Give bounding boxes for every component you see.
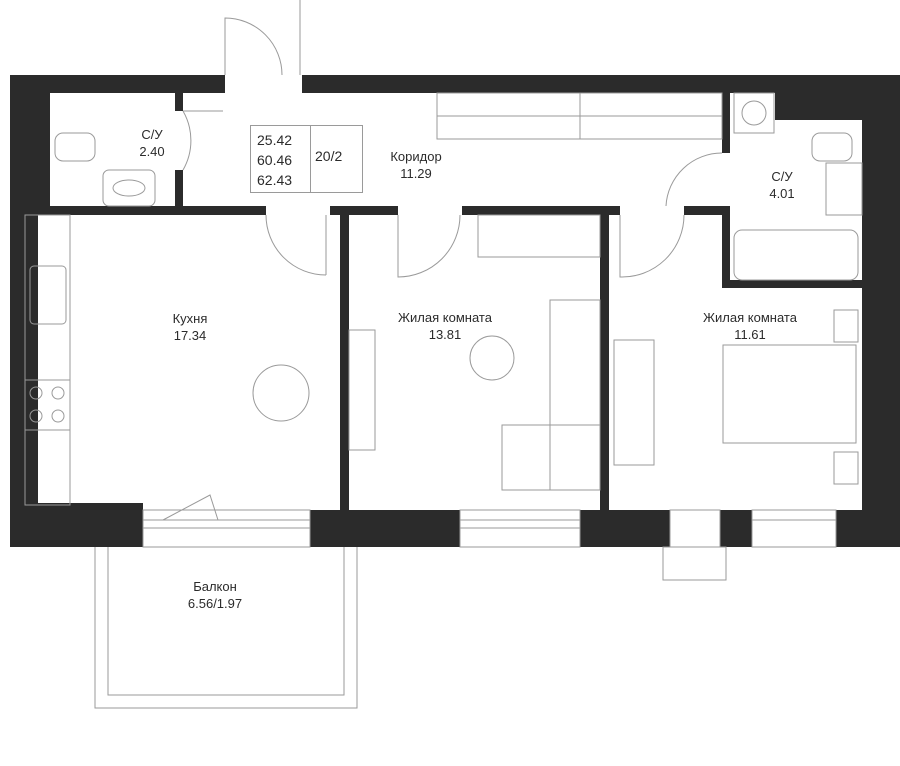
room-label-corridor: Коридор 11.29 bbox=[390, 148, 441, 182]
windows bbox=[142, 509, 837, 581]
balcony-outline bbox=[94, 547, 358, 709]
room-name: С/У bbox=[141, 127, 163, 142]
room-label-bath-small: С/У 2.40 bbox=[139, 126, 164, 160]
doors bbox=[162, 0, 723, 521]
room-name: Кухня bbox=[172, 311, 208, 326]
bath-large-fixtures bbox=[733, 92, 863, 281]
room-label-kitchen: Кухня 17.34 bbox=[173, 310, 208, 344]
room-label-bath-large: С/У 4.01 bbox=[769, 168, 794, 202]
total-area-value: 60.46 bbox=[257, 152, 293, 168]
living-2-furniture bbox=[613, 309, 859, 485]
room-label-living-1: Жилая комната 13.81 bbox=[398, 309, 492, 343]
room-area: 11.29 bbox=[400, 166, 432, 181]
summary-areas: 25.42 60.46 62.43 bbox=[257, 130, 292, 190]
exterior-walls bbox=[10, 75, 900, 547]
room-area: 2.40 bbox=[139, 144, 165, 159]
room-name: Коридор bbox=[390, 149, 442, 164]
bath-small-fixtures bbox=[54, 132, 156, 207]
living-1-furniture bbox=[348, 214, 601, 491]
total-area-with-balcony-value: 62.43 bbox=[257, 172, 293, 188]
summary-divider bbox=[310, 126, 311, 192]
living-area-value: 25.42 bbox=[257, 132, 293, 148]
interior-walls bbox=[38, 93, 862, 511]
room-area: 13.81 bbox=[428, 327, 462, 342]
room-name: Жилая комната bbox=[398, 310, 492, 325]
room-name: Жилая комната bbox=[703, 310, 797, 325]
room-area: 17.34 bbox=[173, 328, 207, 343]
corridor-wardrobe bbox=[436, 92, 723, 140]
room-area: 11.61 bbox=[734, 327, 766, 342]
room-name: С/У bbox=[771, 169, 793, 184]
floor-value: 20/2 bbox=[315, 148, 343, 164]
room-area: 6.56/1.97 bbox=[187, 596, 243, 611]
kitchen-fixtures bbox=[24, 214, 310, 506]
room-label-living-2: Жилая комната 11.61 bbox=[703, 309, 797, 343]
apartment-summary: 25.42 60.46 62.43 20/2 bbox=[250, 125, 363, 193]
room-area: 4.01 bbox=[769, 186, 795, 201]
room-label-balcony: Балкон 6.56/1.97 bbox=[188, 578, 242, 612]
room-name: Балкон bbox=[193, 579, 237, 594]
